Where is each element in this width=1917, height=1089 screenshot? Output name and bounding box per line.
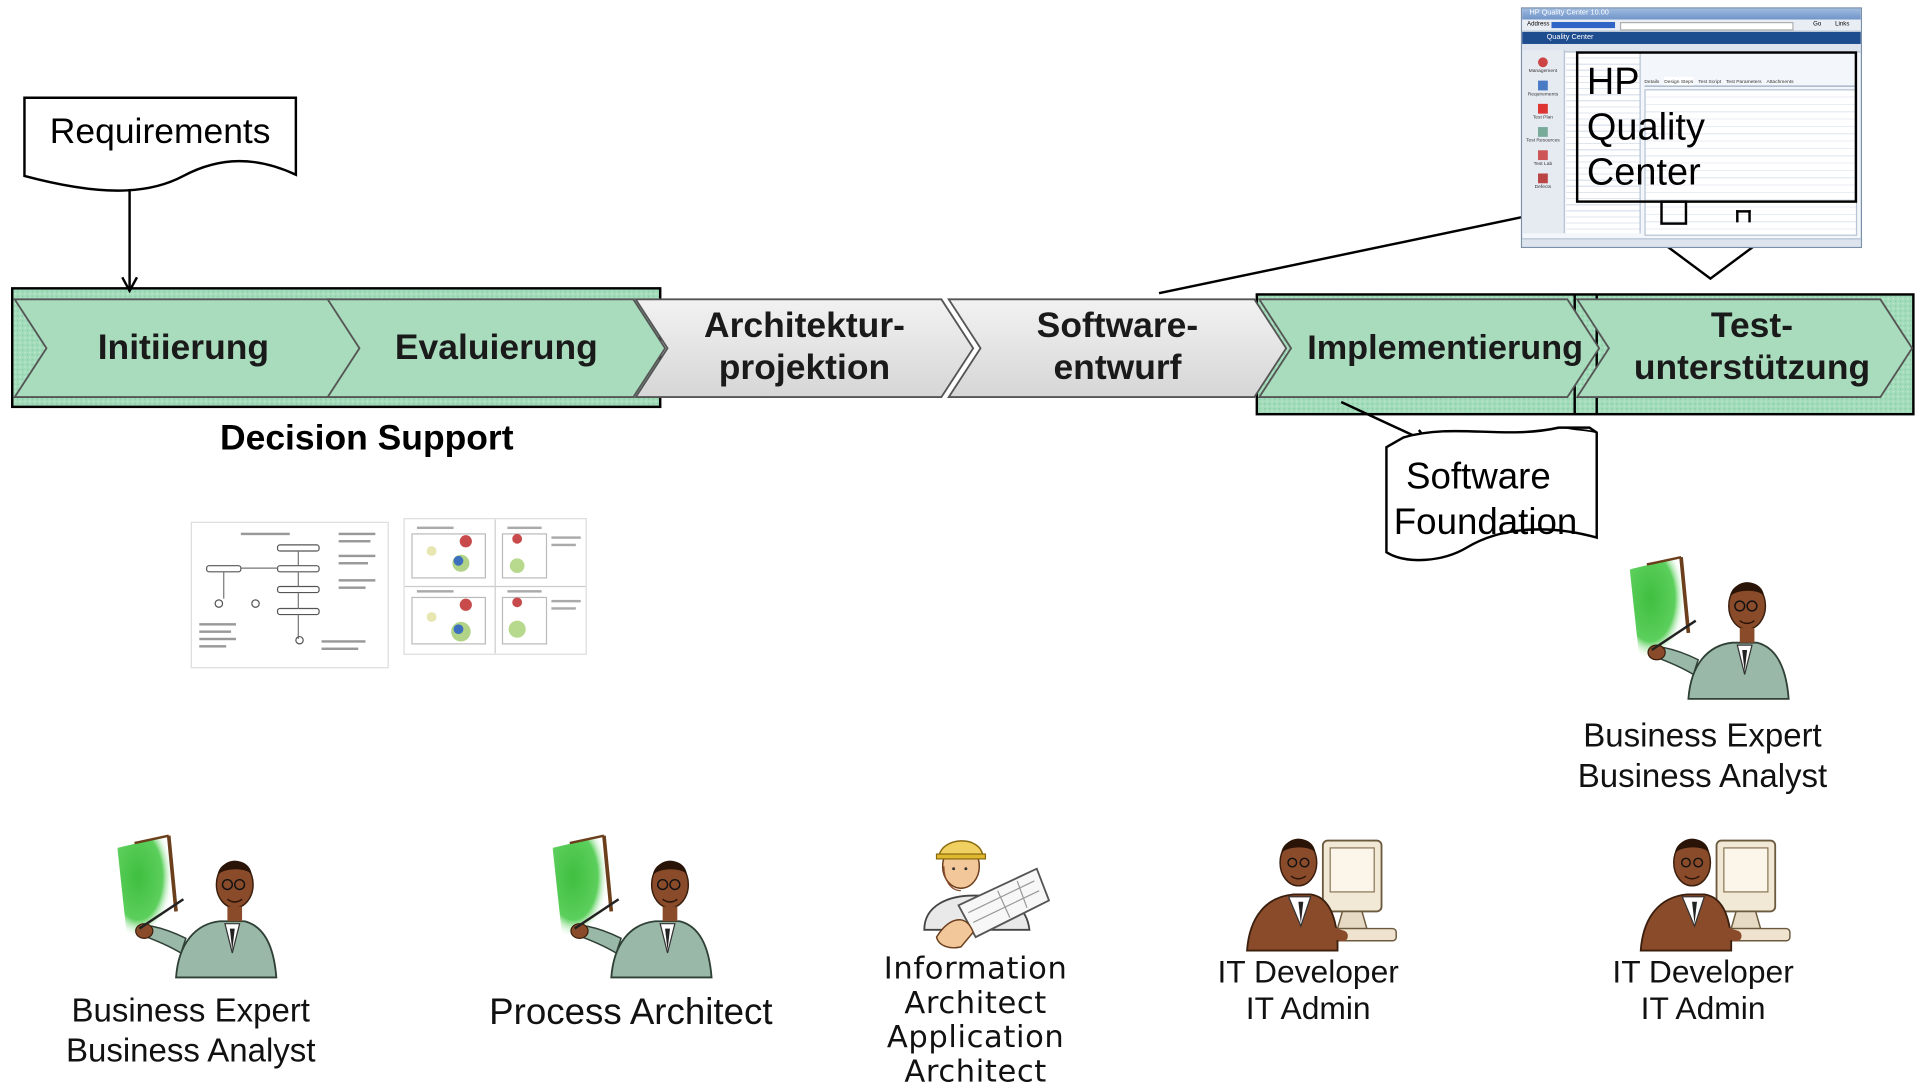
qc-appbar: Quality Center (1522, 31, 1861, 44)
phase-chevron-evaluierung (325, 298, 667, 399)
software-foundation-shape (1385, 426, 1598, 562)
business-expert-figure-bottom (117, 834, 278, 979)
qc-sidebar: Management Requirements Test Plan Test R… (1522, 50, 1565, 234)
qc-tabs: Details Design Steps Test Script Test Pa… (1644, 76, 1855, 87)
business-expert-figure-top (1629, 555, 1790, 700)
phase-chevron-architektur (634, 298, 975, 399)
phase-label-evaluierung: Evaluierung (394, 328, 598, 368)
it-developer-figure-1 (1246, 838, 1397, 952)
requirements-document-shape (23, 96, 298, 192)
role-label-it-developer-2: IT Developer IT Admin (1612, 953, 1794, 1027)
quality-center-label: HP Quality Center (1586, 59, 1705, 194)
qc-tree (1566, 52, 1641, 234)
it-developer-figure-2 (1639, 838, 1791, 952)
qc-titlebar: HP Quality Center 10.00 (1522, 8, 1861, 20)
phase-label-architektur: Architektur- projektion (703, 306, 905, 388)
role-label-top-right: Business Expert Business Analyst (1577, 717, 1828, 795)
decision-support-label: Decision Support (220, 419, 514, 459)
qc-addressbar: Address Go Links (1522, 19, 1861, 32)
role-label-process-architect: Process Architect (489, 992, 773, 1033)
quality-center-callout (1575, 51, 1858, 203)
phase-label-testunterstuetzung: Test- unterstützung (1633, 306, 1871, 388)
phase-label-implementierung: Implementierung (1307, 328, 1584, 367)
phase-label-initiierung: Initiierung (97, 328, 270, 368)
role-label-information-architect: Information Architect Application Archit… (883, 950, 1068, 1089)
process-architect-figure (552, 834, 713, 979)
phase-chevron-softwareentwurf (947, 298, 1288, 399)
phase-chevron-implementierung (1257, 298, 1601, 399)
role-label-it-developer-1: IT Developer IT Admin (1217, 953, 1399, 1027)
to-quality-center-arrow (1158, 210, 1555, 295)
phase-label-softwareentwurf: Software- entwurf (1036, 306, 1199, 388)
role-label-business-expert: Business Expert Business Analyst (65, 992, 316, 1070)
quality-center-step-marker (1660, 200, 1688, 225)
decision-bubble-charts-thumbnail (403, 518, 587, 655)
information-architect-figure (923, 840, 1051, 949)
software-foundation-label: Software Foundation (1393, 456, 1578, 543)
decision-diagram-thumbnail (190, 521, 389, 669)
quality-center-step-marker-2 (1736, 210, 1751, 223)
phase-chevron-testunterstuetzung (1575, 298, 1914, 399)
requirements-label: Requirements (49, 112, 271, 152)
qc-grid (1644, 89, 1858, 236)
quality-center-screenshot: HP Quality Center 10.00 Address Go Links… (1520, 7, 1863, 249)
